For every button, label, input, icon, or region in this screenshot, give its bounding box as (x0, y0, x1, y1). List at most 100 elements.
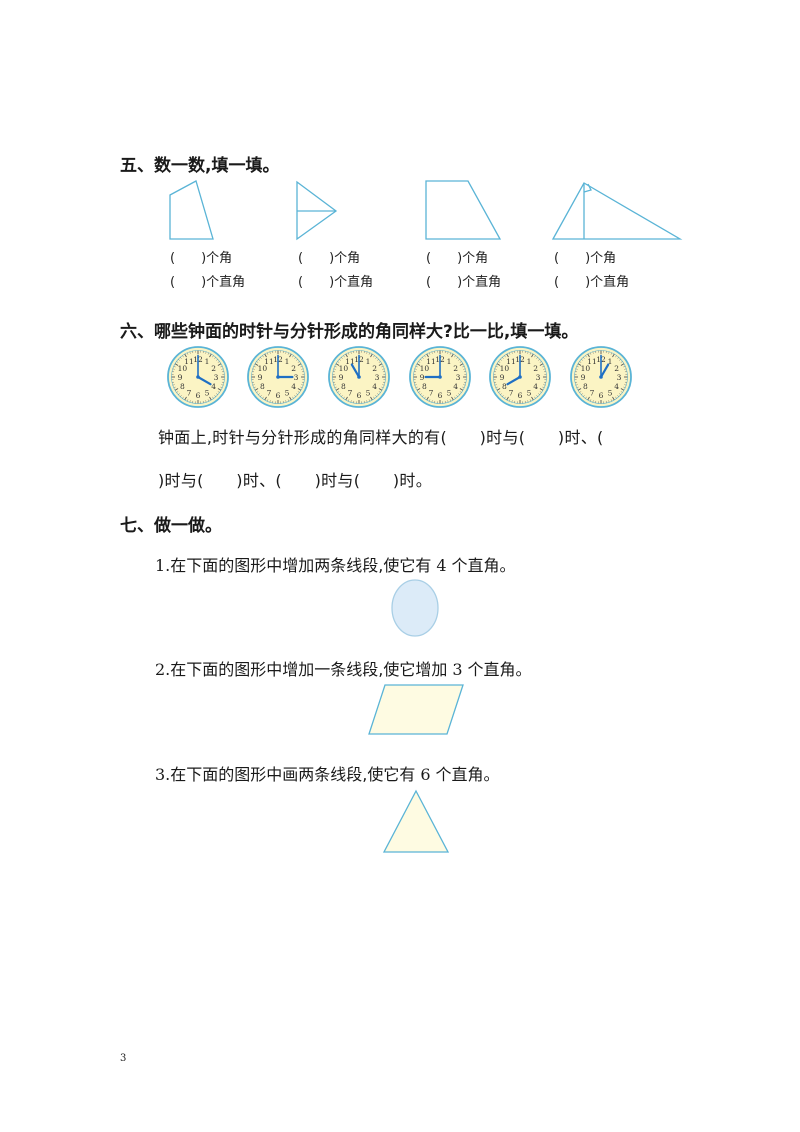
parallelogram-shape (368, 684, 464, 735)
clock-numeral: 3 (375, 373, 380, 382)
page-number: 3 (120, 1053, 127, 1064)
clock-numeral: 2 (291, 364, 296, 373)
clock-numeral: 7 (509, 388, 514, 397)
shape4-angles-label: ( )个角 (554, 251, 617, 266)
shape2-right-angles-label: ( )个直角 (298, 275, 374, 290)
clock-numeral: 2 (211, 364, 216, 373)
clock-numeral: 8 (180, 382, 185, 391)
q2-text-a: 在下面的图形中增加一条线段,使它增加 (170, 660, 448, 679)
shape-triangle-split (296, 180, 338, 241)
clock-numeral: 9 (500, 373, 505, 382)
clock-numeral: 3 (456, 373, 461, 382)
clock-numeral: 1 (527, 357, 532, 366)
clock-numeral: 3 (617, 373, 622, 382)
clock-numeral: 4 (291, 382, 296, 391)
clock-numeral: 9 (581, 373, 586, 382)
clock-numeral: 7 (590, 388, 595, 397)
clock-numeral: 7 (348, 388, 353, 397)
clock-numeral: 4 (372, 382, 377, 391)
clock-numeral: 10 (178, 364, 188, 373)
q2-number: 2. (155, 660, 171, 679)
clock-numeral: 8 (422, 382, 427, 391)
clock-numeral: 3 (536, 373, 541, 382)
clock-numeral: 7 (429, 388, 434, 397)
clock-face: 121234567891011 (247, 346, 309, 408)
clock-numeral: 4 (453, 382, 458, 391)
fill-line-2: )时与( )时、( )时与( )时。 (158, 471, 432, 490)
clock-numeral: 8 (341, 382, 346, 391)
clock-numeral: 11 (264, 357, 274, 366)
clock-numeral: 2 (453, 364, 458, 373)
clock-numeral: 1 (366, 357, 371, 366)
clock-numeral: 9 (339, 373, 344, 382)
clock-face: 121234567891011 (489, 346, 551, 408)
clock-numeral: 2 (614, 364, 619, 373)
q3-number: 3. (155, 765, 171, 784)
q2-count: 3 (452, 660, 463, 679)
clock-numeral: 6 (518, 391, 523, 400)
clock-numeral: 6 (357, 391, 362, 400)
section5-shapes (169, 180, 683, 241)
clock-numeral: 11 (184, 357, 194, 366)
clock-numeral: 6 (599, 391, 604, 400)
clock-numeral: 5 (527, 388, 532, 397)
clock-numeral: 9 (258, 373, 263, 382)
clock-numeral: 4 (614, 382, 619, 391)
clock-numeral: 5 (447, 388, 452, 397)
clock-numeral: 9 (178, 373, 183, 382)
clock-row: 1212345678910111212345678910111212345678… (167, 346, 632, 408)
clock-numeral: 11 (587, 357, 597, 366)
clock-numeral: 2 (533, 364, 538, 373)
oval-shape (391, 579, 439, 637)
clock-numeral: 10 (500, 364, 510, 373)
clock-numeral: 6 (196, 391, 201, 400)
clock-numeral: 6 (438, 391, 443, 400)
clock-numeral: 1 (447, 357, 452, 366)
clock-numeral: 2 (372, 364, 377, 373)
clock-numeral: 5 (608, 388, 613, 397)
clock-numeral: 6 (276, 391, 281, 400)
shape3-angles-label: ( )个角 (426, 251, 489, 266)
shape1-right-angles-label: ( )个直角 (170, 275, 246, 290)
shape-quadrilateral-1 (169, 180, 214, 240)
clock-face: 121234567891011 (167, 346, 229, 408)
clock-numeral: 8 (260, 382, 265, 391)
clock-numeral: 11 (506, 357, 516, 366)
q1-count: 4 (436, 556, 447, 575)
clock-numeral: 9 (420, 373, 425, 382)
clock-face: 121234567891011 (570, 346, 632, 408)
q3-count: 6 (420, 765, 431, 784)
shape3-right-angles-label: ( )个直角 (426, 275, 502, 290)
clock-numeral: 1 (608, 357, 613, 366)
shape-triangle-altitude (551, 182, 683, 240)
section5-title: 五、数一数,填一填。 (120, 156, 280, 176)
clock-numeral: 1 (285, 357, 290, 366)
shape4-right-angles-label: ( )个直角 (554, 275, 630, 290)
hour-hand (350, 363, 361, 379)
clock-numeral: 10 (581, 364, 591, 373)
clock-face: 121234567891011 (328, 346, 390, 408)
clock-numeral: 7 (187, 388, 192, 397)
clock-numeral: 5 (366, 388, 371, 397)
q3-text-b: 个直角。 (435, 765, 500, 784)
hour-hand (196, 375, 212, 386)
clock-numeral: 8 (502, 382, 507, 391)
q2-text-b: 个直角。 (467, 660, 532, 679)
clock-numeral: 5 (205, 388, 210, 397)
q3-text-a: 在下面的图形中画两条线段,使它有 (170, 765, 416, 784)
section7-shapes (368, 579, 464, 853)
clock-numeral: 3 (214, 373, 219, 382)
q1-text-a: 在下面的图形中增加两条线段,使它有 (170, 556, 432, 575)
clock-numeral: 10 (258, 364, 268, 373)
shape-trapezoid (425, 180, 502, 240)
q1-text-b: 个直角。 (451, 556, 516, 575)
clock-numeral: 1 (205, 357, 210, 366)
clock-numeral: 8 (583, 382, 588, 391)
clock-numeral: 11 (426, 357, 436, 366)
clock-numeral: 7 (267, 388, 272, 397)
clock-numeral: 4 (533, 382, 538, 391)
clock-numeral: 5 (285, 388, 290, 397)
